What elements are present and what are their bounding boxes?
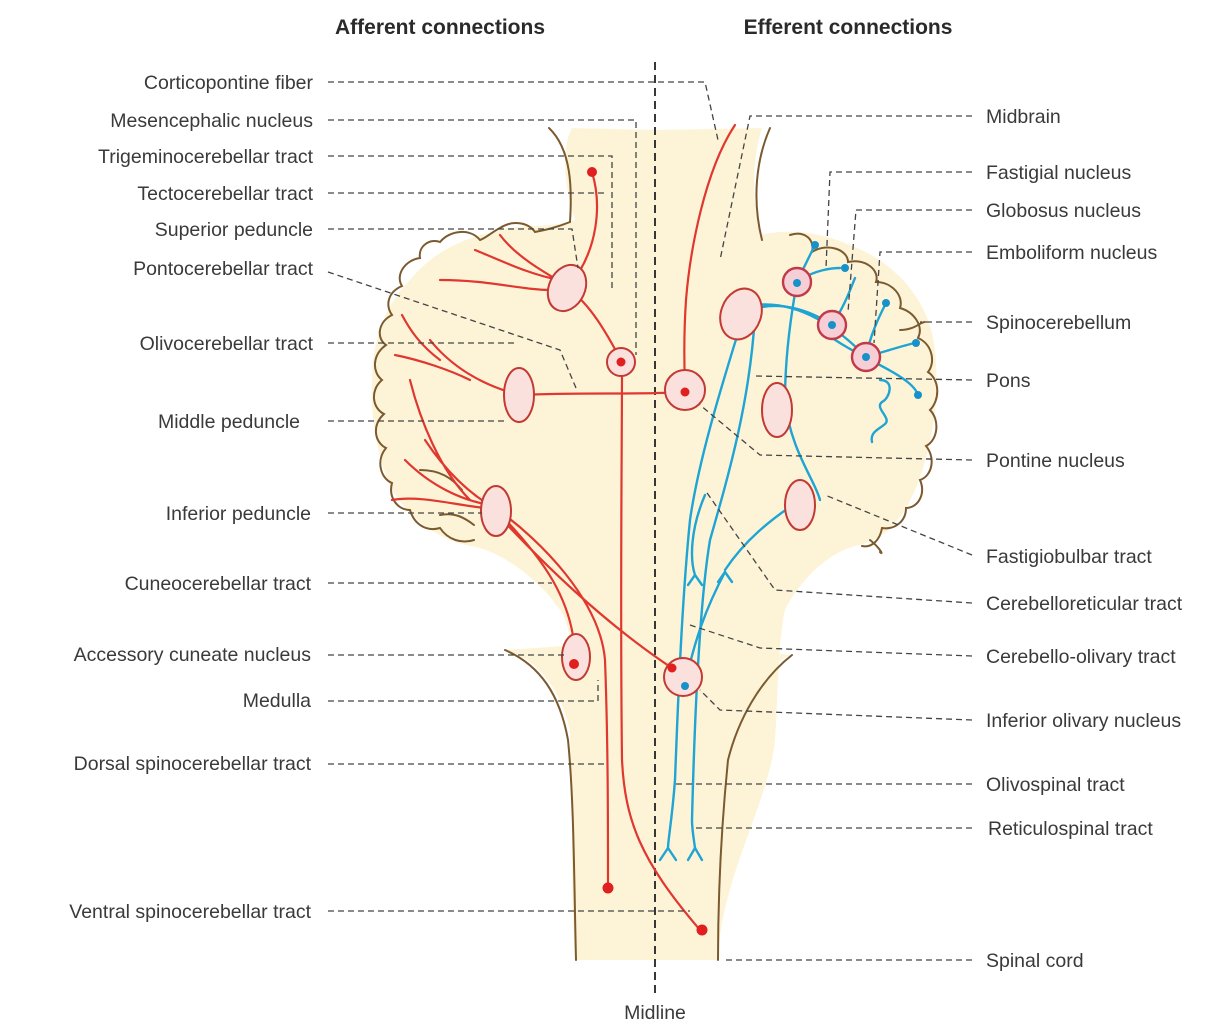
label-ventral-spinocerebellar-tract: Ventral spinocerebellar tract (69, 901, 311, 923)
label-corticopontine-fiber: Corticopontine fiber (144, 72, 314, 94)
label-olivospinal-tract: Olivospinal tract (986, 774, 1125, 796)
efferent-heading: Efferent connections (744, 16, 953, 39)
label-accessory-cuneate-nucleus: Accessory cuneate nucleus (74, 644, 312, 666)
right-labels: Midbrain Fastigial nucleus Globosus nucl… (986, 106, 1183, 972)
left-labels: Corticopontine fiber Mesencephalic nucle… (69, 72, 313, 923)
globosus-cell-dot (828, 321, 836, 329)
label-olivocerebellar-tract: Olivocerebellar tract (140, 333, 314, 355)
label-emboliform-nucleus: Emboliform nucleus (986, 242, 1157, 264)
accessory-cuneate-ellipse (562, 634, 590, 680)
label-tectocerebellar-tract: Tectocerebellar tract (137, 183, 313, 205)
label-spinal-cord: Spinal cord (986, 950, 1084, 972)
label-dorsal-spinocerebellar-tract: Dorsal spinocerebellar tract (74, 753, 312, 775)
label-medulla: Medulla (243, 690, 311, 712)
label-spinocerebellum: Spinocerebellum (986, 312, 1131, 334)
cortex-cell-dot-1 (811, 241, 819, 249)
label-mesencephalic-nucleus: Mesencephalic nucleus (110, 110, 313, 132)
fastigial-cell-dot (793, 279, 801, 287)
ventral-spinal-cell-dot (697, 925, 708, 936)
accessory-cuneate-cell-dot (569, 659, 579, 669)
label-cuneocerebellar-tract: Cuneocerebellar tract (125, 573, 312, 595)
label-globosus-nucleus: Globosus nucleus (986, 200, 1141, 222)
right-midbrain-outline (756, 128, 770, 240)
afferent-heading: Afferent connections (335, 16, 545, 39)
olivary-blue-cell-dot (681, 682, 689, 690)
label-middle-peduncle: Middle peduncle (158, 411, 300, 433)
emboliform-cell-dot (862, 353, 870, 361)
label-pontine-nucleus: Pontine nucleus (986, 450, 1125, 472)
mesencephalic-cell-dot (617, 358, 626, 367)
pontine-cell-dot (681, 388, 690, 397)
midline-label: Midline (624, 1002, 686, 1023)
headings: Afferent connections Efferent connection… (335, 16, 952, 39)
label-inferior-peduncle: Inferior peduncle (166, 503, 311, 525)
cortex-cell-dot-5 (914, 391, 922, 399)
olivary-red-cell-dot (668, 664, 677, 673)
right-inferior-peduncle-ellipse (785, 480, 815, 530)
label-cerebelloreticular-tract: Cerebelloreticular tract (986, 593, 1183, 615)
cortex-cell-dot-4 (912, 339, 920, 347)
label-pons: Pons (986, 370, 1031, 392)
tissue-fills (372, 128, 937, 960)
cortex-cell-dot-3 (882, 299, 890, 307)
label-cerebello-olivary-tract: Cerebello-olivary tract (986, 646, 1176, 668)
label-pontocerebellar-tract: Pontocerebellar tract (133, 258, 314, 280)
inferior-olivary-nucleus-circle (664, 658, 702, 696)
label-inferior-olivary-nucleus: Inferior olivary nucleus (986, 710, 1181, 732)
inferior-peduncle-ellipse (481, 486, 511, 536)
label-fastigiobulbar-tract: Fastigiobulbar tract (986, 546, 1152, 568)
trigeminal-cell-dot (587, 167, 597, 177)
label-fastigial-nucleus: Fastigial nucleus (986, 162, 1131, 184)
right-middle-peduncle-ellipse (762, 383, 792, 437)
label-superior-peduncle: Superior peduncle (155, 219, 313, 241)
label-midbrain: Midbrain (986, 106, 1061, 128)
label-reticulospinal-tract: Reticulospinal tract (988, 818, 1153, 840)
dorsal-spinal-cell-dot (603, 883, 614, 894)
cortex-cell-dot-2 (841, 264, 849, 272)
label-trigeminocerebellar-tract: Trigeminocerebellar tract (98, 146, 314, 168)
middle-peduncle-ellipse (504, 368, 534, 422)
